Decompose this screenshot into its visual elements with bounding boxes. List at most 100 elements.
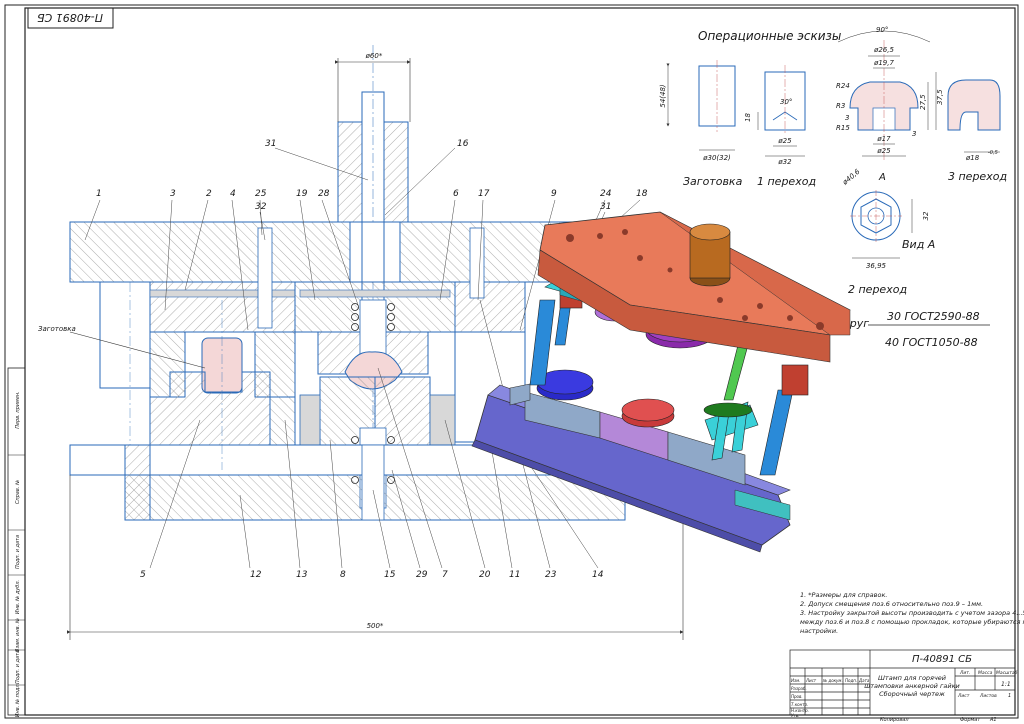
strip-label-6: Подп. и дата — [15, 650, 21, 684]
callout-32: 32 — [255, 202, 267, 212]
callout-20: 20 — [479, 570, 491, 580]
blank-label: Заготовка — [683, 175, 743, 188]
material-line1: 30 ГОСТ2590-88 — [887, 310, 980, 323]
sheet-border — [4, 4, 1019, 719]
upper-holder — [149, 281, 296, 333]
strip-label-4: Инв. № дубл. — [15, 580, 21, 614]
dim-op3-side2: 3 — [912, 130, 916, 138]
note-5: настройки. — [800, 627, 838, 635]
callout-18: 18 — [636, 189, 648, 199]
callout-8: 8 — [340, 570, 346, 580]
workpiece-left — [201, 337, 243, 394]
dim-op1-h: 18 — [744, 113, 752, 122]
callout-24: 24 — [600, 189, 612, 199]
strip-label-7: Инв. № подл. — [15, 683, 21, 718]
upper-spring — [351, 303, 395, 331]
inner-frame — [24, 7, 1016, 716]
tb-ndoc: № докум. — [822, 678, 843, 683]
left-guide-block — [99, 281, 151, 389]
callout-5: 5 — [140, 570, 146, 580]
callout-2: 2 — [206, 189, 212, 199]
tb-name1: Штамп для горячей — [878, 674, 946, 682]
doc-stamp-text: П-40891 СБ — [37, 11, 103, 24]
tb-list: Лист — [805, 678, 817, 683]
iso-model — [471, 211, 851, 553]
dim-blank-height: 54(48) — [659, 84, 667, 108]
sketch-blank — [666, 60, 736, 151]
tb-nkontr: Н.контр. — [791, 708, 809, 713]
dim-op3-r2: R3 — [836, 102, 845, 110]
dim-op3-h2: 37,5 — [936, 89, 944, 105]
tb-lit: Лит. — [959, 670, 970, 676]
callout-31a: 31 — [265, 139, 276, 149]
dim-va-h: 32 — [922, 211, 930, 220]
tb-format: Формат — [960, 717, 981, 723]
dim-op3-angle: 90° — [876, 26, 888, 34]
view-letter: А — [878, 172, 886, 183]
callouts-top — [84, 147, 641, 331]
callout-11: 11 — [509, 570, 520, 580]
note-3: 3. Настройку закрытой высоты производить… — [800, 609, 1024, 617]
sketches-title: Операционные эскизы — [698, 29, 841, 43]
strip-label-3: Подп. и дата — [15, 535, 21, 569]
tb-sheet: Лист — [957, 693, 970, 699]
dim-op3-side: 3 — [845, 114, 849, 122]
note-1: 1. *Размеры для справок. — [800, 591, 887, 599]
callout-29: 29 — [416, 570, 428, 580]
note-2: 2. Допуск смещения поз.6 относительно по… — [800, 600, 983, 608]
strip-label-2: Справ. № — [15, 480, 21, 504]
dim-op3-d2: ø19,7 — [873, 59, 894, 67]
blank-callout-label: Заготовка — [38, 325, 76, 333]
dim-op1-angle: 30° — [780, 98, 792, 106]
callout-16: 16 — [457, 139, 469, 149]
dim-op3-r1: R24 — [836, 82, 850, 90]
tb-name2: штамповки анкерной гайки — [864, 682, 959, 690]
sketch-op3 — [947, 79, 1001, 153]
tb-scale-h: Масштаб — [996, 670, 1018, 676]
callout-23: 23 — [545, 570, 557, 580]
tb-tkontr: Т.контр. — [791, 702, 808, 707]
callout-9: 9 — [551, 189, 557, 199]
dim-op4-d: ø18 — [965, 154, 980, 162]
sketch-view-a — [850, 190, 913, 259]
tb-sheets: Листов — [979, 693, 997, 699]
sketch-op1 — [757, 65, 806, 157]
dim-top-width: ø60* — [365, 52, 383, 60]
tb-utv: Утв. — [791, 713, 799, 718]
tb-mass: Масса — [978, 670, 993, 676]
dim-op3-h1: 27,5 — [919, 94, 927, 110]
top-plate — [69, 221, 601, 283]
title-block — [789, 649, 1016, 716]
callout-28: 28 — [318, 189, 330, 199]
strip-label-5: Взам. инв. № — [15, 618, 21, 652]
note-4: между поз.6 и поз.8 с помощью прокладок,… — [800, 618, 1024, 626]
side-strip: Перв. примен. Справ. № Подп. и дата Инв.… — [7, 367, 26, 718]
material-line2: 40 ГОСТ1050-88 — [885, 336, 978, 349]
dim-op4-tol: -0,5 — [988, 150, 998, 156]
tb-copied: Копировал — [880, 717, 909, 723]
callout-12: 12 — [250, 570, 262, 580]
callout-1: 1 — [96, 189, 102, 199]
callout-15: 15 — [384, 570, 396, 580]
callout-6: 6 — [453, 189, 459, 199]
callout-3: 3 — [170, 189, 176, 199]
tb-name3: Сборочный чертеж — [879, 690, 945, 698]
op1-label: 1 переход — [757, 175, 816, 188]
tb-sheets-n: 1 — [1008, 693, 1011, 699]
dim-op3-d4: ø25 — [876, 147, 891, 155]
dim-op3-d3: ø17 — [876, 135, 891, 143]
callout-7: 7 — [442, 570, 448, 580]
tb-doc: П-40891 СБ — [912, 654, 972, 665]
tb-podp: Подп. — [845, 678, 857, 683]
tb-prov: Пров. — [791, 694, 803, 699]
tb-scale: 1:1 — [1001, 681, 1011, 688]
dim-va-w: 36,95 — [866, 262, 887, 270]
dim-va-d: ø40,6 — [840, 167, 862, 187]
tb-razrab: Разраб. — [791, 686, 807, 691]
doc-stamp-box — [27, 7, 114, 29]
callout-14: 14 — [592, 570, 604, 580]
dim-op1-d1: ø25 — [777, 137, 792, 145]
strip-label-1: Перв. примен. — [15, 391, 21, 429]
sketch-op2 — [837, 30, 937, 160]
